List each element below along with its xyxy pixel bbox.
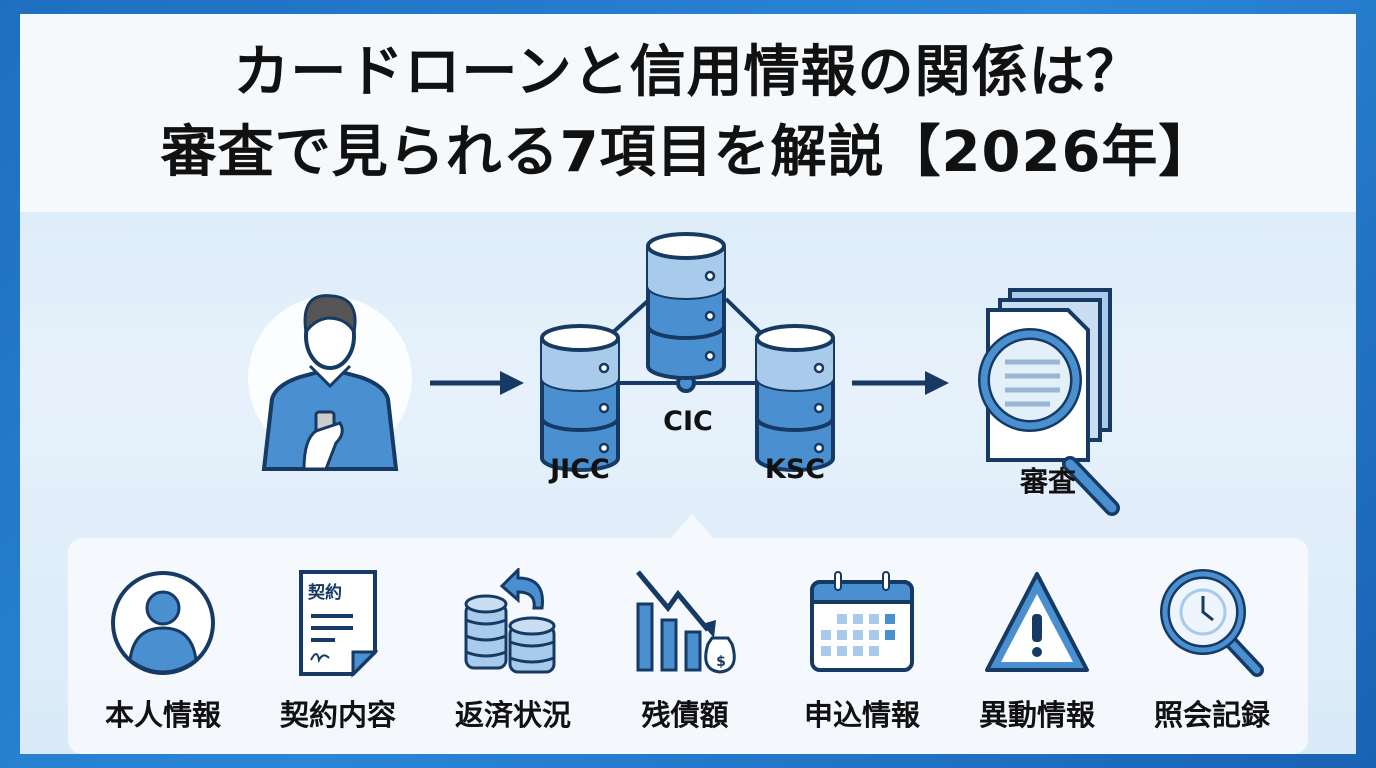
user-avatar — [248, 294, 412, 471]
svg-text:契約: 契約 — [307, 582, 342, 603]
panel-pointer — [670, 514, 714, 539]
item-label: 本人情報 — [104, 698, 221, 732]
coins-return-icon — [464, 568, 556, 674]
item-application-info: 申込情報 — [777, 568, 947, 734]
screening-label: 審査 — [1019, 465, 1077, 498]
contract-document-icon: 契約 — [299, 570, 379, 678]
document-magnifier-icon — [978, 288, 1120, 516]
title-line-2: 審査で見られる7項目を解説【2026年】 — [160, 120, 1216, 185]
infographic: カードローンと信用情報の関係は？ 審査で見られる7項目を解説【2026年】 — [20, 14, 1356, 754]
title-band: カードローンと信用情報の関係は？ 審査で見られる7項目を解説【2026年】 — [20, 14, 1356, 212]
svg-text:$: $ — [716, 654, 726, 670]
declining-bar-chart-icon: $ — [636, 570, 736, 674]
title-line-1: カードローンと信用情報の関係は？ — [233, 40, 1143, 105]
item-repayment-status: 返済状況 — [428, 568, 598, 734]
item-label: 残債額 — [641, 698, 729, 732]
item-personal-info: 本人情報 — [78, 568, 248, 734]
calendar-icon — [810, 571, 914, 672]
item-default-info: 異動情報 — [952, 568, 1122, 734]
item-label: 照会記録 — [1153, 698, 1270, 732]
item-contract-details: 契約 契約内容 — [253, 568, 423, 734]
item-outstanding-balance: $ 残債額 — [600, 568, 770, 734]
item-label: 異動情報 — [978, 698, 1095, 732]
database-icon-ksc — [755, 324, 835, 472]
agency-label-cic: CIC — [663, 406, 713, 437]
database-icon-cic — [646, 232, 726, 380]
warning-triangle-icon — [985, 572, 1089, 672]
item-inquiry-record: 照会記録 — [1127, 568, 1297, 734]
item-label: 契約内容 — [279, 698, 396, 732]
seven-items-panel: 本人情報 契約 契約内容 返済状況 — [68, 538, 1308, 754]
arrow-right-icon — [852, 371, 949, 395]
agency-label-jicc: JICC — [550, 454, 610, 485]
person-icon — [111, 571, 215, 675]
magnifier-clock-icon — [1160, 569, 1264, 677]
credit-flow-diagram — [248, 232, 1120, 516]
item-label: 申込情報 — [803, 698, 920, 732]
item-label: 返済状況 — [454, 698, 571, 732]
agency-label-ksc: KSC — [764, 454, 826, 485]
database-icon-jicc — [540, 324, 620, 472]
arrow-right-icon — [430, 371, 524, 395]
